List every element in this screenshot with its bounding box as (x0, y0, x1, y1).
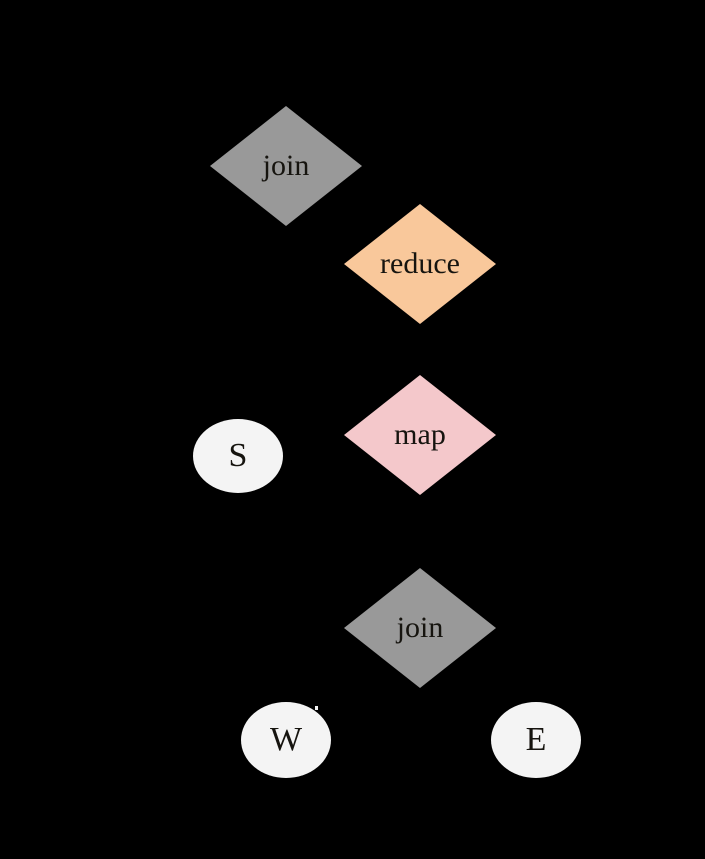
arrowhead-tip-artifact (315, 706, 318, 710)
diamond-shape (344, 568, 496, 688)
node-s[interactable]: S (193, 419, 283, 493)
diamond-shape (344, 204, 496, 324)
node-map[interactable]: map (344, 375, 496, 495)
node-w[interactable]: W (241, 702, 331, 778)
diamond-shape (210, 106, 362, 226)
node-join-top[interactable]: join (210, 106, 362, 226)
diamond-shape (344, 375, 496, 495)
ellipse-shape (241, 702, 331, 778)
ellipse-shape (193, 419, 283, 493)
node-reduce[interactable]: reduce (344, 204, 496, 324)
ellipse-shape (491, 702, 581, 778)
node-join-bottom[interactable]: join (344, 568, 496, 688)
node-e[interactable]: E (491, 702, 581, 778)
